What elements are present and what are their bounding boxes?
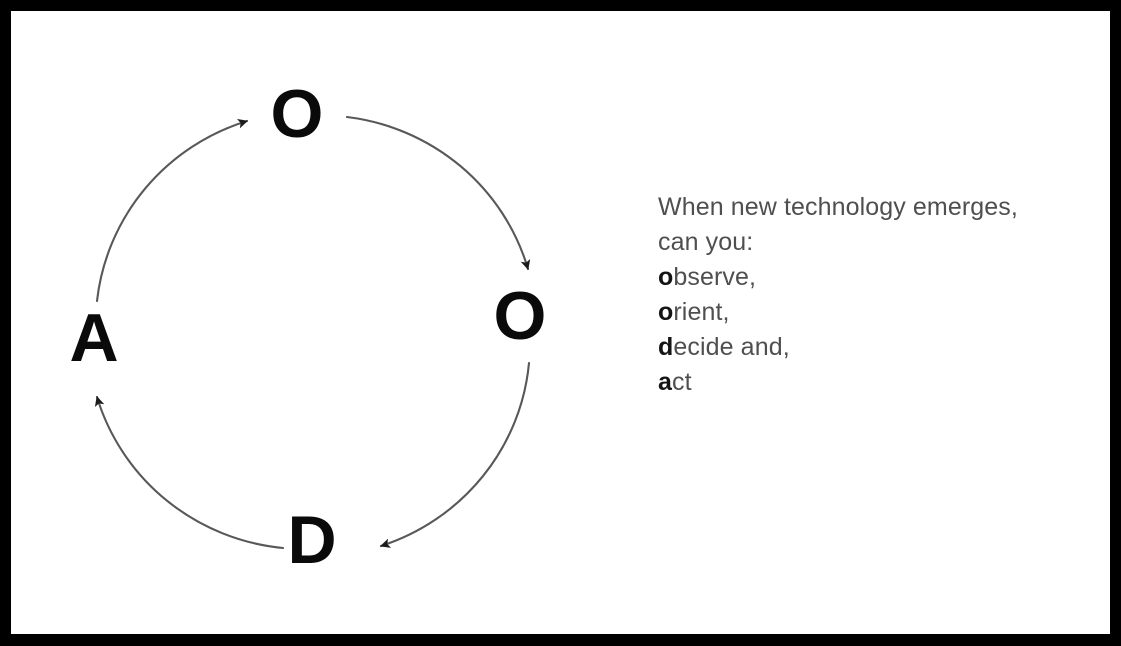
arrow-observe-to-orient (345, 115, 531, 271)
caption-line-decide: decide and, (658, 330, 1088, 365)
ooda-node-observe: O (270, 76, 324, 152)
caption-lead-3: o (658, 298, 674, 326)
ooda-node-decide: D (287, 502, 337, 578)
caption-line-observe: observe, (658, 260, 1088, 295)
caption-line-0: When new technology emerges, (658, 190, 1088, 225)
arrow-decide-to-act (94, 395, 285, 550)
ooda-node-act: A (69, 300, 119, 376)
caption-block: When new technology emerges, can you: ob… (658, 190, 1088, 400)
caption-lead-4: d (658, 333, 674, 361)
caption-line-orient: orient, (658, 295, 1088, 330)
caption-rest-0: When new technology emerges, (658, 193, 1018, 221)
caption-rest-1: can you: (658, 228, 754, 256)
ooda-node-orient: O (493, 278, 547, 354)
caption-line-act: act (658, 365, 1088, 400)
ooda-loop-diagram: O O D A (11, 11, 611, 634)
caption-rest-4: ecide and, (673, 333, 790, 361)
caption-lead-5: a (658, 368, 673, 396)
ooda-arrows-svg (94, 115, 531, 550)
caption-rest-5: ct (672, 368, 692, 396)
caption-rest-2: bserve, (673, 263, 757, 291)
caption-line-1: can you: (658, 225, 1088, 260)
caption-lead-2: o (658, 263, 674, 291)
arrow-orient-to-decide (379, 361, 531, 548)
slide-canvas: O O D A When new technology emerges, can… (11, 11, 1110, 634)
arrow-act-to-observe (95, 118, 249, 303)
caption-rest-3: rient, (673, 298, 730, 326)
